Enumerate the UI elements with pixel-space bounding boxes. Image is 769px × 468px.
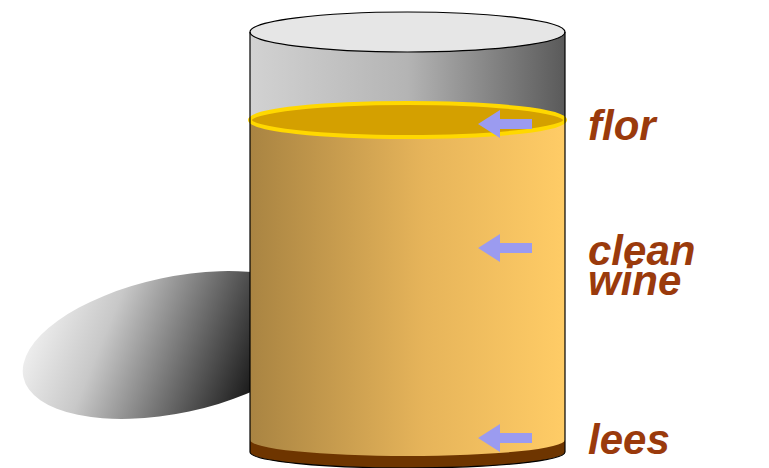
- pointer-arrow: [478, 110, 532, 138]
- glass-rim: [250, 12, 565, 52]
- glass-wall: [249, 32, 250, 452]
- lees-layer: [250, 440, 565, 468]
- pointer-arrow: [478, 234, 532, 262]
- glass-wall: [564, 32, 565, 452]
- part-label: lees: [588, 425, 758, 455]
- glass-base: [250, 452, 565, 468]
- flor-layer: [250, 103, 565, 137]
- pointer-arrow: [478, 424, 532, 452]
- part-label: flor: [588, 111, 758, 141]
- wine-body: [250, 120, 565, 468]
- part-label: clean wine: [588, 236, 708, 296]
